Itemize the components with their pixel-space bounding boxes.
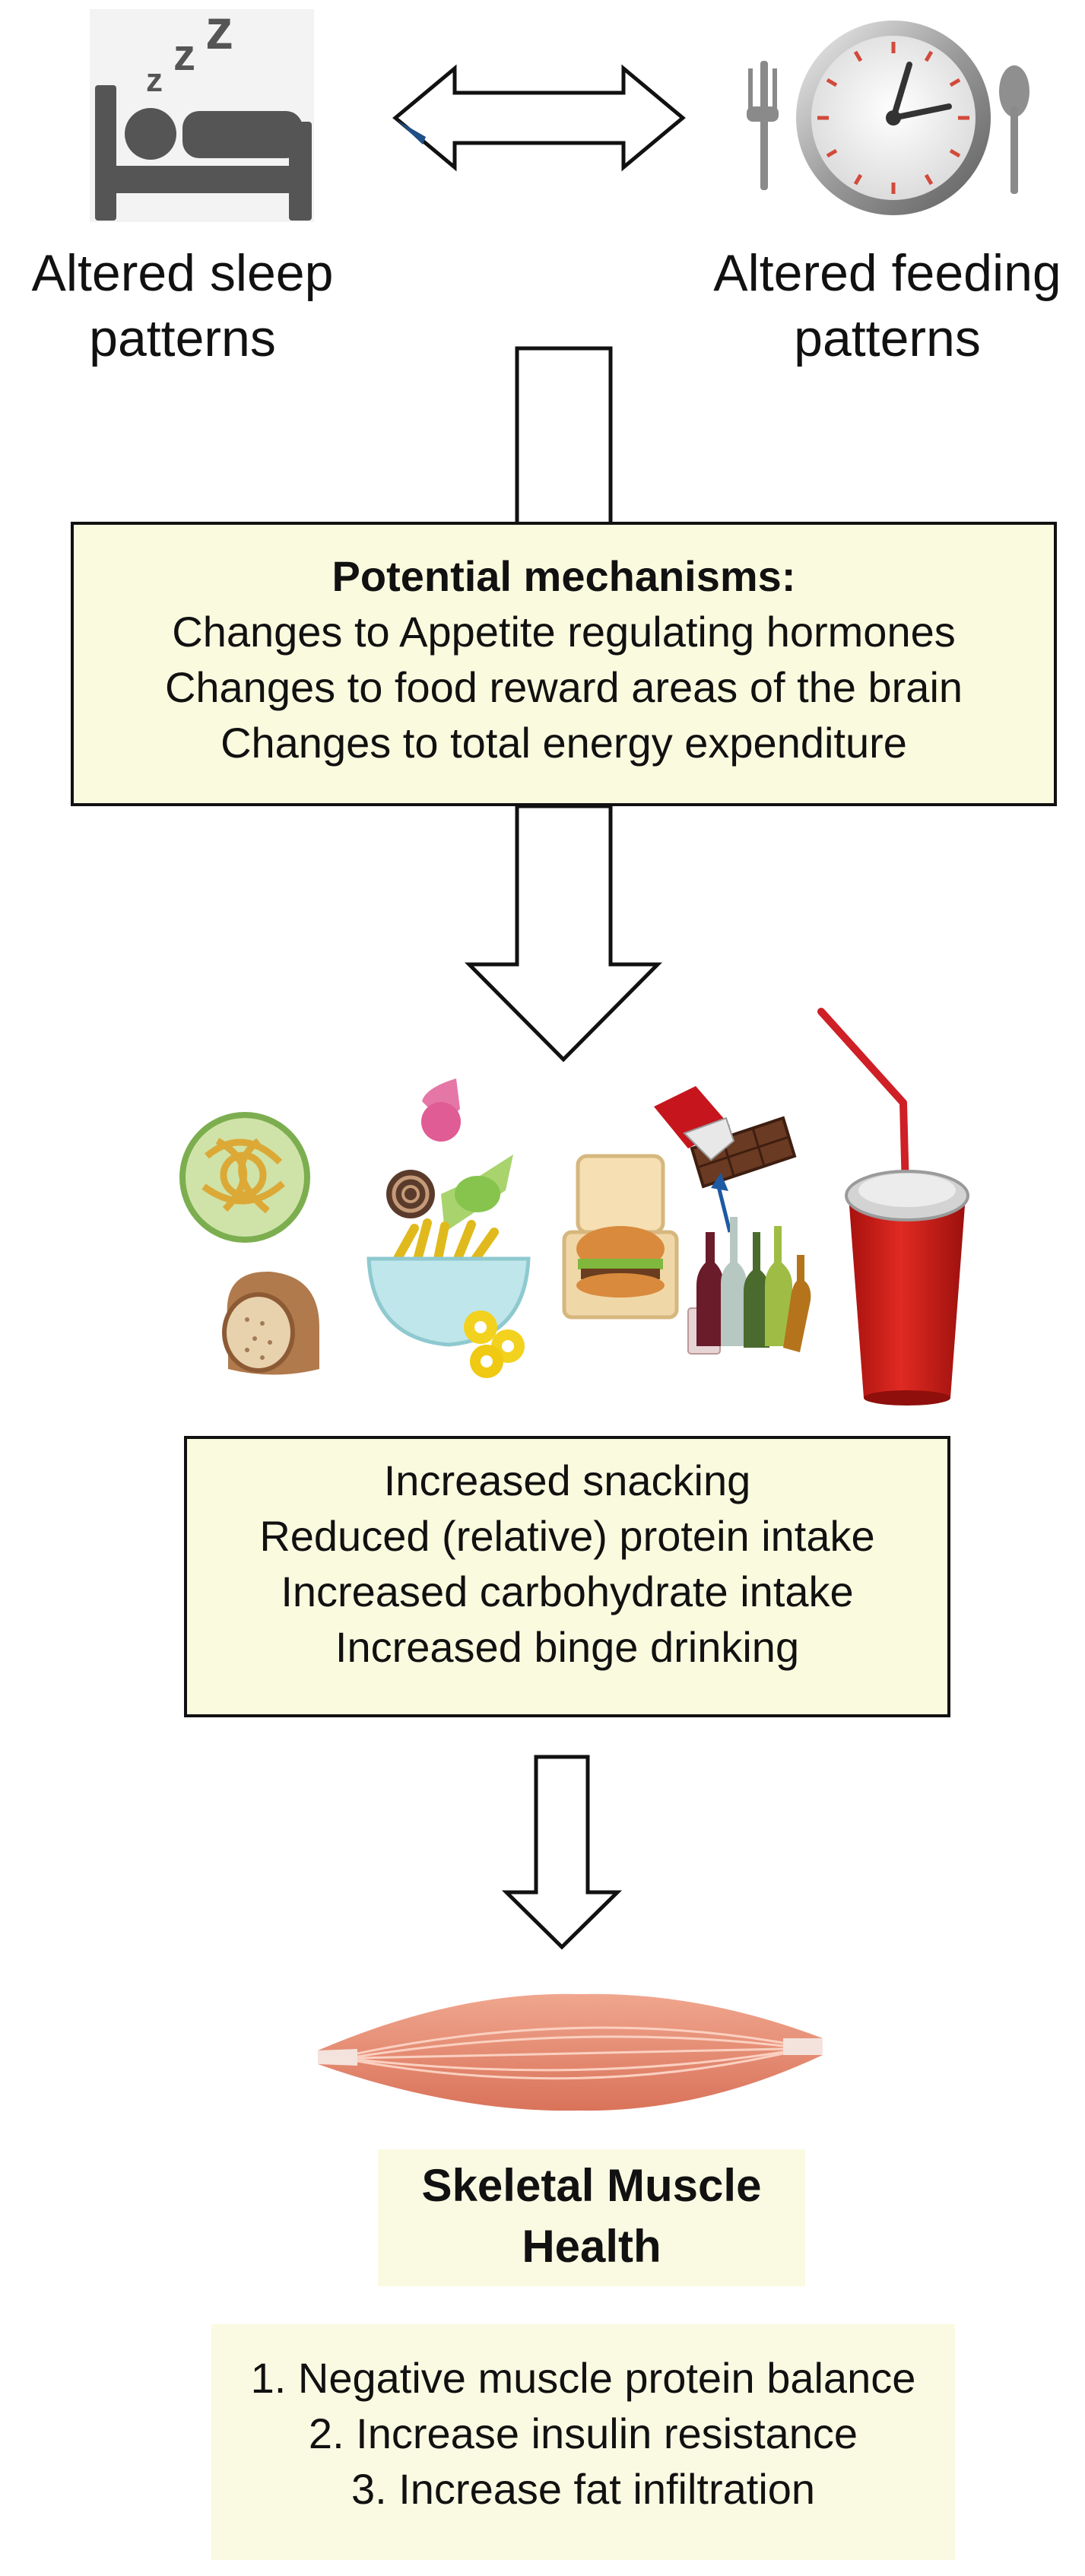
feeding-label-line1: Altered feeding xyxy=(713,244,1061,302)
mechanisms-heading: Potential mechanisms: xyxy=(332,552,796,600)
outcomes-panel: 1. Negative muscle protein balance 2. In… xyxy=(211,2324,955,2560)
behaviours-box: Increased snacking Reduced (relative) pr… xyxy=(184,1436,950,1717)
candy-icon xyxy=(386,1078,513,1232)
bed-zzz-icon: z z z xyxy=(90,0,314,222)
chocolate-icon xyxy=(654,1086,797,1233)
svg-text:z: z xyxy=(205,0,233,61)
muscle-title-line2: Health xyxy=(522,2221,661,2272)
outcome-item: 3. Increase fat infiltration xyxy=(351,2465,816,2513)
behaviour-item: Increased snacking xyxy=(383,1456,751,1504)
arrow-down-2 xyxy=(501,1755,623,1950)
skeletal-muscle-icon xyxy=(318,1993,823,2111)
feeding-caption: Altered feeding patterns xyxy=(690,240,1085,371)
behaviour-item: Increased carbohydrate intake xyxy=(281,1568,854,1615)
bottles-icon xyxy=(687,1217,811,1355)
connector-bar xyxy=(515,346,613,527)
muscle-health-title: Skeletal Muscle Health xyxy=(378,2149,805,2286)
clock-fork-spoon-icon xyxy=(747,21,1029,215)
bidirectional-arrow xyxy=(392,64,686,172)
sleep-label-line2: patterns xyxy=(89,310,276,367)
arrow-down-1 xyxy=(464,804,663,1062)
muscle-title-line1: Skeletal Muscle xyxy=(421,2160,762,2211)
svg-text:z: z xyxy=(146,62,163,99)
sleep-label-line1: Altered sleep xyxy=(31,244,334,302)
pasta-icon xyxy=(179,1112,310,1243)
fries-icon xyxy=(366,1218,531,1378)
feeding-label-line2: patterns xyxy=(794,310,981,367)
bread-icon xyxy=(222,1271,319,1375)
behaviour-item: Reduced (relative) protein intake xyxy=(259,1512,875,1560)
mechanisms-box: Potential mechanisms: Changes to Appetit… xyxy=(71,522,1057,806)
behaviour-item: Increased binge drinking xyxy=(335,1623,800,1671)
mechanism-item: Changes to total energy expenditure xyxy=(220,719,907,767)
sleep-caption: Altered sleep patterns xyxy=(0,240,365,371)
mechanism-item: Changes to Appetite regulating hormones xyxy=(172,608,956,656)
outcome-item: 2. Increase insulin resistance xyxy=(308,2409,858,2457)
svg-text:z: z xyxy=(173,30,195,80)
mechanism-item: Changes to food reward areas of the brai… xyxy=(164,663,963,711)
burger-box-icon xyxy=(562,1154,679,1320)
soda-cup-icon xyxy=(817,1008,969,1406)
outcome-item: 1. Negative muscle protein balance xyxy=(250,2354,916,2402)
